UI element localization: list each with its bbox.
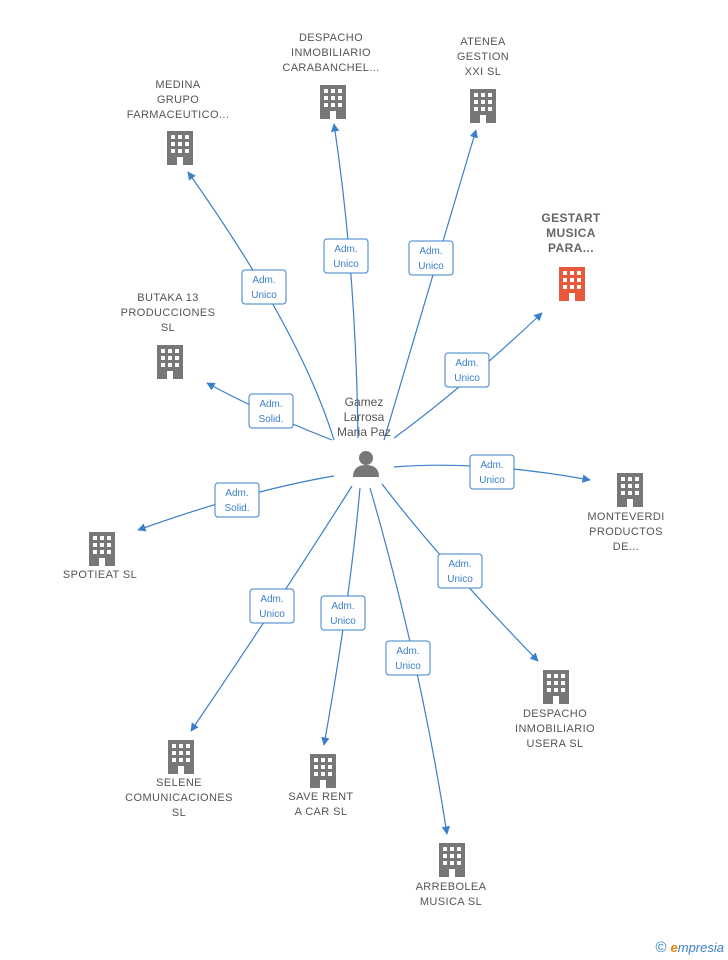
company-name-line: DESPACHO xyxy=(523,708,587,720)
company-name-line: COMUNICACIONES xyxy=(125,792,233,804)
building-icon xyxy=(89,532,115,566)
company-name-line: MUSICA SL xyxy=(420,896,482,908)
role-badge-line: Adm. xyxy=(331,601,354,612)
person-name-line: Maria Paz xyxy=(337,425,391,439)
building-icon xyxy=(470,89,496,123)
company-name-line: A CAR SL xyxy=(295,806,348,818)
building-icon xyxy=(439,843,465,877)
role-badge-line: Adm. xyxy=(455,358,478,369)
role-badge-line: Adm. xyxy=(259,399,282,410)
company-node-butaka[interactable]: BUTAKA 13 PRODUCCIONES SL xyxy=(121,292,216,379)
company-node-monteverdi[interactable]: MONTEVERDI PRODUCTOS DE... xyxy=(587,473,664,553)
company-name-line: INMOBILIARIO xyxy=(291,47,371,59)
role-badge-line: Adm. xyxy=(225,488,248,499)
company-node-atenea[interactable]: ATENEA GESTION XXI SL xyxy=(457,36,509,123)
company-node-medina[interactable]: MEDINA GRUPO FARMACEUTICO... xyxy=(127,79,230,165)
company-name-line: INMOBILIARIO xyxy=(515,723,595,735)
role-badge-saverent: Adm. Unico xyxy=(320,595,366,631)
company-name-line: DE... xyxy=(613,541,639,553)
building-icon xyxy=(559,267,585,301)
role-badge-line: Unico xyxy=(418,261,444,272)
company-name-line: GESTART xyxy=(541,211,601,225)
copyright-icon: © xyxy=(655,939,667,956)
role-badge-line: Adm. xyxy=(448,559,471,570)
role-badge-usera: Adm. Unico xyxy=(437,553,483,589)
company-node-arrebolea[interactable]: ARREBOLEA MUSICA SL xyxy=(416,843,487,908)
company-name-line: SL xyxy=(172,807,186,819)
building-icon xyxy=(168,740,194,774)
role-badge-line: Adm. xyxy=(334,244,357,255)
person-name-line: Larrosa xyxy=(344,410,385,424)
building-icon xyxy=(320,85,346,119)
role-badge-line: Unico xyxy=(447,574,473,585)
role-badge-line: Unico xyxy=(395,661,421,672)
empresia-watermark: ©empresia xyxy=(655,939,724,956)
role-badge-butaka: Adm. Solid. xyxy=(248,393,294,429)
company-name-line: GESTION xyxy=(457,51,509,63)
company-name-line: SELENE xyxy=(156,777,202,789)
company-name-line: XXI SL xyxy=(465,66,502,78)
role-badge-line: Unico xyxy=(251,290,277,301)
company-name-line: ATENEA xyxy=(460,36,506,48)
badges-layer: Adm.UnicoAdm.UnicoAdm.UnicoAdm.UnicoAdm.… xyxy=(214,238,515,676)
company-node-spotieat[interactable]: SPOTIEAT SL xyxy=(63,532,137,581)
role-badge-line: Unico xyxy=(330,616,356,627)
role-badge-line: Solid. xyxy=(224,503,249,514)
company-name-line: FARMACEUTICO... xyxy=(127,109,230,121)
company-name-line: CARABANCHEL... xyxy=(282,62,379,74)
role-badge-gestart: Adm. Unico xyxy=(444,352,490,388)
role-badge-spotieat: Adm. Solid. xyxy=(214,482,260,518)
company-node-selene[interactable]: SELENE COMUNICACIONES SL xyxy=(125,740,233,819)
brand-logo-letter: e xyxy=(670,940,678,955)
company-name-line: PARA... xyxy=(548,241,594,255)
company-name-line: USERA SL xyxy=(526,738,583,750)
company-name-line: SPOTIEAT SL xyxy=(63,569,137,581)
brand-logo-rest: mpresia xyxy=(677,940,724,955)
role-badge-line: Adm. xyxy=(252,275,275,286)
edge-medina xyxy=(187,171,335,441)
company-name-line: MEDINA xyxy=(155,79,200,91)
building-icon xyxy=(157,345,183,379)
role-badge-line: Adm. xyxy=(396,646,419,657)
edge-atenea xyxy=(383,129,478,441)
role-badge-line: Solid. xyxy=(258,414,283,425)
person-icon xyxy=(353,451,379,477)
company-name-line: DESPACHO xyxy=(299,32,363,44)
company-node-usera[interactable]: DESPACHO INMOBILIARIO USERA SL xyxy=(515,670,595,750)
role-badge-carabanchel: Adm. Unico xyxy=(323,238,369,274)
company-name-line: MONTEVERDI xyxy=(587,511,664,523)
edge-carabanchel xyxy=(330,123,359,439)
role-badge-selene: Adm. Unico xyxy=(249,588,295,624)
company-name-line: SAVE RENT xyxy=(288,791,353,803)
role-badge-line: Unico xyxy=(479,475,505,486)
role-badge-line: Adm. xyxy=(419,246,442,257)
role-badge-line: Adm. xyxy=(260,594,283,605)
role-badge-line: Unico xyxy=(333,259,359,270)
role-badge-monteverdi: Adm. Unico xyxy=(469,454,515,490)
building-icon xyxy=(617,473,643,507)
role-badge-line: Unico xyxy=(259,609,285,620)
company-name-line: BUTAKA 13 xyxy=(137,292,198,304)
person-name-line: Gamez xyxy=(345,395,384,409)
building-icon xyxy=(310,754,336,788)
company-name-line: MUSICA xyxy=(546,226,596,240)
role-badge-line: Unico xyxy=(454,373,480,384)
role-badge-atenea: Adm. Unico xyxy=(408,240,454,276)
company-name-line: GRUPO xyxy=(157,94,199,106)
role-badge-medina: Adm. Unico xyxy=(241,269,287,305)
company-name-line: PRODUCCIONES xyxy=(121,307,216,319)
company-node-carabanchel[interactable]: DESPACHO INMOBILIARIO CARABANCHEL... xyxy=(282,32,379,119)
company-node-saverent[interactable]: SAVE RENT A CAR SL xyxy=(288,754,353,818)
role-badge-arrebolea: Adm. Unico xyxy=(385,640,431,676)
company-name-line: ARREBOLEA xyxy=(416,881,487,893)
building-icon xyxy=(543,670,569,704)
building-icon xyxy=(167,131,193,165)
role-badge-line: Adm. xyxy=(480,460,503,471)
company-node-gestart[interactable]: GESTARTMUSICAPARA... xyxy=(541,211,601,301)
company-name-line: PRODUCTOS xyxy=(589,526,663,538)
company-name-line: SL xyxy=(161,322,175,334)
